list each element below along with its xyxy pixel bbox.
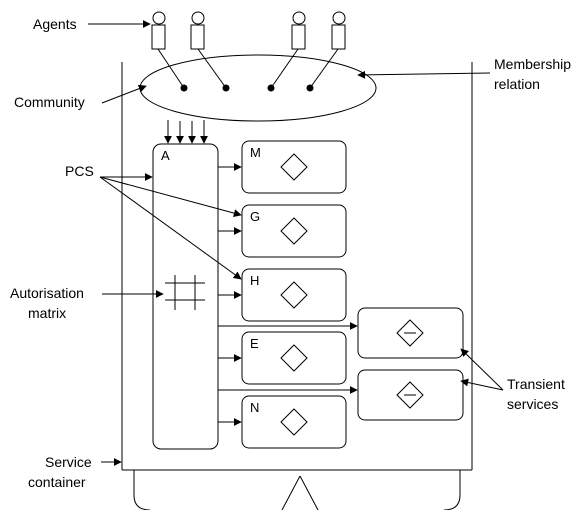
service-box-h: H: [241, 268, 347, 322]
agents-label: Agents: [33, 16, 77, 32]
box-a-label: A: [161, 148, 170, 163]
service-container-label-line1: Service: [45, 454, 92, 470]
svg-text:H: H: [250, 273, 259, 288]
transient-service-box: [357, 307, 464, 359]
community-ellipse: [139, 54, 377, 122]
service-box-e: E: [241, 331, 347, 385]
community-label: Community: [14, 94, 85, 110]
membership-dots: [180, 84, 314, 92]
agents-group: [151, 11, 346, 89]
service-container-label-line2: container: [28, 474, 86, 490]
autorisation-label-line2: matrix: [28, 305, 66, 321]
agent-figure: [190, 11, 227, 89]
svg-text:E: E: [250, 336, 259, 351]
authorisation-matrix-grid: [165, 275, 205, 310]
transient-label-line1: Transient: [507, 376, 565, 392]
service-box-m: M: [241, 140, 347, 194]
transient-service-box: [357, 369, 464, 421]
transient-label-line2: services: [507, 396, 558, 412]
service-container: [121, 62, 473, 510]
svg-text:N: N: [250, 400, 259, 415]
membership-label-line1: Membership: [494, 56, 571, 72]
svg-text:G: G: [250, 209, 260, 224]
pcs-to-service-arrows: [218, 163, 358, 426]
agent-figure: [151, 11, 185, 89]
service-box-n: N: [241, 395, 347, 449]
agent-figure: [309, 11, 346, 89]
membership-label-line2: relation: [494, 76, 540, 92]
autorisation-label-line1: Autorisation: [10, 285, 84, 301]
pcs-label: PCS: [65, 163, 94, 179]
agent-figure: [270, 11, 306, 89]
community-to-pcs-arrows: [164, 120, 208, 144]
service-box-g: G: [241, 204, 347, 258]
svg-text:M: M: [250, 145, 261, 160]
pcs-box-a: [152, 143, 219, 450]
